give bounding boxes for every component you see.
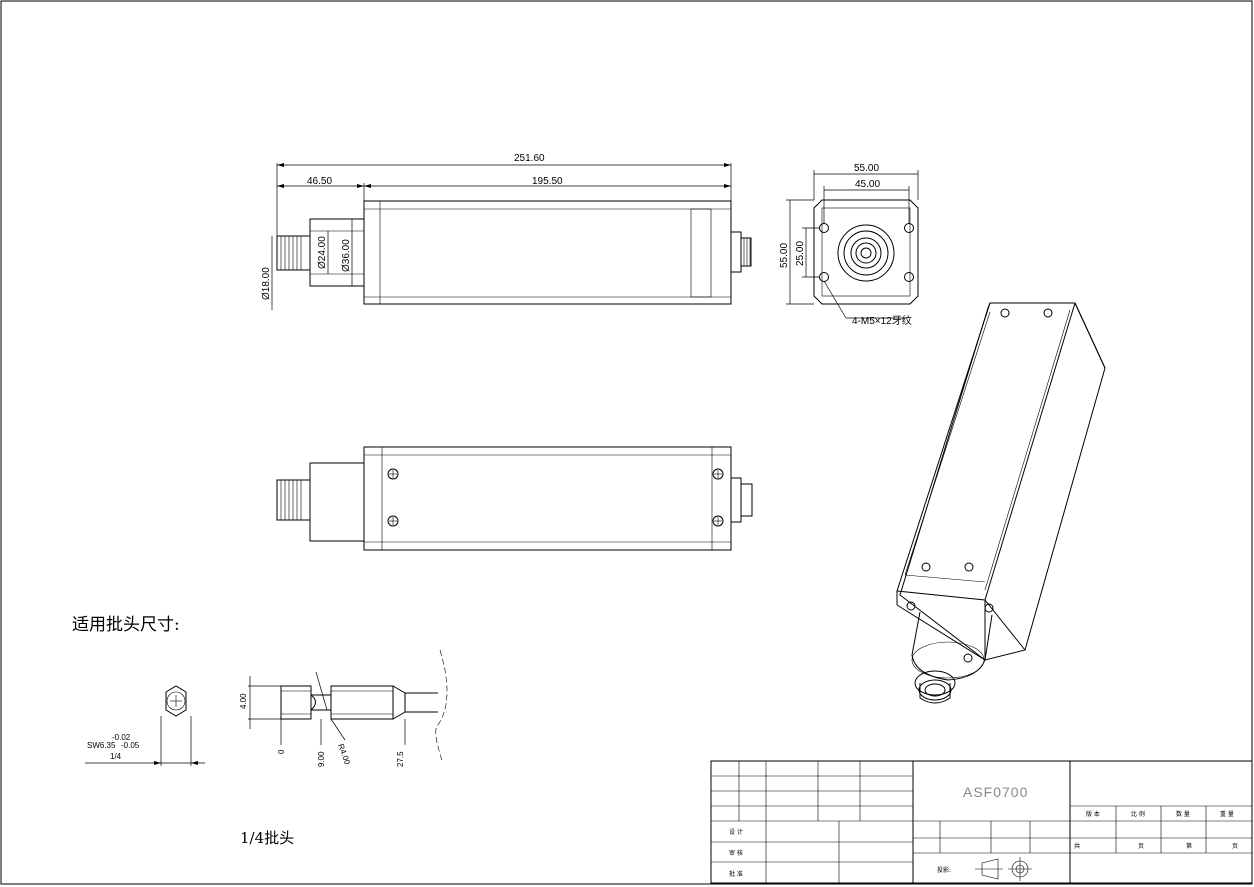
dim-body-length: 195.50: [532, 176, 563, 187]
dim-hole-spacing-v: 25.00: [795, 241, 806, 266]
dim-overall-length: 251.60: [514, 153, 545, 164]
label-weight: 重 量: [1220, 810, 1234, 818]
bit-side-view: [248, 649, 448, 761]
part-number: ASF0700: [963, 784, 1028, 800]
bit-dim-900: 9.00: [317, 751, 326, 767]
bit-dim-0: 0: [277, 749, 286, 754]
bit-dim-r4: R4.00: [336, 743, 352, 767]
label-version: 版 本: [1086, 810, 1100, 818]
dim-flange-height: 55.00: [779, 243, 790, 268]
end-view: [786, 170, 919, 319]
label-total: 共: [1074, 842, 1080, 850]
front-view: [271, 163, 752, 310]
bit-dim-400: 4.00: [239, 693, 248, 709]
bit-hex-size: 1/4: [110, 752, 122, 761]
label-scale: 比 例: [1131, 810, 1145, 818]
bottom-view: [276, 446, 753, 551]
dim-diameter-24: Ø24.00: [317, 236, 328, 269]
bit-tol-lower: -0.05: [121, 741, 140, 750]
bit-dim-275: 27.5: [396, 751, 405, 767]
bit-sw-label: SW6.35: [87, 741, 116, 750]
label-page-2: 页: [1232, 843, 1238, 850]
label-approve: 批 准: [729, 870, 743, 878]
bit-hex-view: [85, 685, 205, 766]
bit-caption: 1/4批头: [240, 829, 294, 847]
label-projection: 投影:: [937, 866, 951, 874]
dim-diameter-36: Ø36.00: [341, 239, 352, 272]
label-design: 设 计: [729, 828, 743, 836]
dim-connector-length: 46.50: [307, 176, 332, 187]
isometric-view: [896, 302, 1106, 704]
title-block: [710, 760, 1253, 884]
thread-note: 4-M5×12牙纹: [852, 314, 912, 327]
label-sheet-no: 第: [1186, 842, 1192, 850]
bit-heading: 适用批头尺寸:: [72, 615, 180, 635]
dim-hole-spacing-h: 45.00: [855, 179, 880, 190]
dim-flange-width: 55.00: [854, 163, 879, 174]
label-quantity: 数 量: [1176, 810, 1190, 818]
dim-diameter-18: Ø18.00: [261, 267, 272, 300]
label-page: 页: [1138, 843, 1144, 850]
bit-tol-upper: -0.02: [112, 733, 131, 742]
label-review: 审 核: [729, 849, 743, 857]
